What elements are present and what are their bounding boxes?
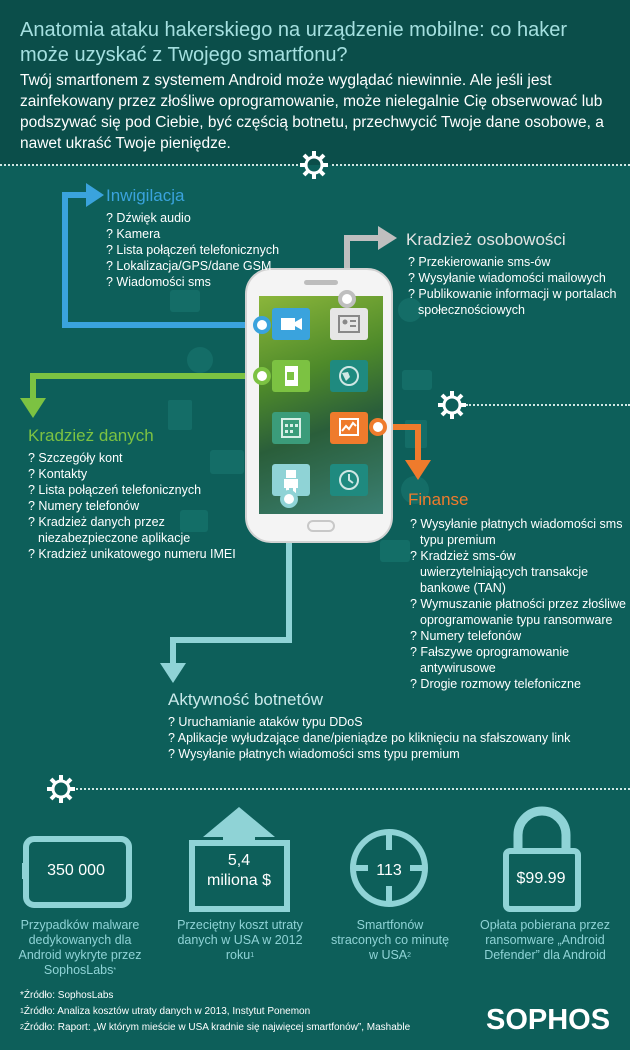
- footnotes: *Źródło: SophosLabs 1Źródło: Analiza kos…: [20, 988, 410, 1036]
- stat-value-cost-line2: miliona $: [206, 872, 272, 889]
- list-item: ? Wysyłanie płatnych wiadomości sms typu…: [168, 747, 460, 761]
- connector-dot-grey: [338, 290, 356, 308]
- list-item: ? Przekierowanie sms-ów: [408, 255, 551, 269]
- section-title-data-theft: Kradzież danych: [28, 426, 154, 445]
- list-item: ? Kontakty: [28, 467, 88, 481]
- list-item: ? Dźwięk audio: [106, 211, 191, 225]
- background-icon-pattern: [168, 290, 432, 562]
- connector-dot-blue: [253, 316, 271, 334]
- list-item: ? Numery telefonów: [410, 629, 522, 643]
- surveillance-list: ? Dźwięk audio ? Kamera ? Lista połączeń…: [106, 210, 306, 290]
- calendar-icon: [272, 412, 310, 444]
- divider-bottom: [76, 788, 630, 790]
- botnet-list: ? Uruchamianie ataków typu DDoS ? Aplika…: [168, 714, 613, 762]
- stat-value-cost-line1: 5,4: [227, 852, 251, 869]
- list-item: ? Wymuszanie płatności przez złośliwe op…: [410, 597, 626, 627]
- connector-dot-orange: [369, 418, 387, 436]
- gear-icon: [438, 391, 466, 419]
- divider-mid: [466, 404, 630, 406]
- stat-value-lost-phones: 113: [376, 862, 402, 879]
- phone-speaker: [304, 280, 338, 285]
- tablet-icon: [22, 836, 132, 908]
- list-item: ? Wiadomości sms: [106, 275, 211, 289]
- upload-arrow-icon: [189, 807, 290, 912]
- section-title-surveillance: Inwigilacja: [106, 186, 185, 205]
- list-item: ? Lokalizacja/GPS/dane GSM: [106, 259, 272, 273]
- smartphone-illustration: [245, 268, 393, 543]
- divider-top-right: [332, 164, 630, 166]
- footnote-marker: 2: [407, 952, 412, 959]
- list-item: ? Wysyłanie płatnych wiadomości sms typu…: [410, 517, 623, 547]
- contact-card-icon: [330, 308, 368, 340]
- list-item: ? Lista połączeń telefonicznych: [28, 483, 202, 497]
- connector-dot-teal: [280, 490, 298, 508]
- identity-list: ? Przekierowanie sms-ów ? Wysyłanie wiad…: [408, 254, 623, 318]
- list-item: ? Kradzież unikatowego numeru IMEI: [28, 547, 236, 561]
- list-item: ? Aplikacje wyłudzające dane/pieniądze p…: [168, 731, 571, 745]
- phone-home-button: [307, 520, 335, 532]
- footnote-marker: *: [113, 967, 117, 974]
- list-item: ? Uruchamianie ataków typu DDoS: [168, 715, 363, 729]
- stat-value-ransom: $99.99: [516, 870, 566, 887]
- divider-top: [0, 164, 298, 166]
- list-item: ? Kradzież sms-ów uwierzytelniających tr…: [410, 549, 589, 595]
- list-item: ? Numery telefonów: [28, 499, 140, 513]
- footnote-star: *Źródło: SophosLabs: [20, 990, 114, 1001]
- stat-label-cost: Przeciętny koszt utraty danych w USA w 2…: [177, 918, 303, 962]
- stat-label-ransom: Opłata pobierana przez ransomware „Andro…: [480, 918, 610, 962]
- footnote-2: 2Źródło: Raport: „W którym mieście w USA…: [20, 1022, 411, 1033]
- data-theft-list: ? Szczegóły kont ? Kontakty ? Lista połą…: [28, 450, 243, 562]
- intro-text: Twój smartfonem z systemem Android może …: [20, 72, 604, 152]
- footnote-marker: 1: [250, 952, 255, 959]
- padlock-icon: [503, 806, 581, 912]
- section-title-finance: Finanse: [408, 490, 469, 509]
- stat-value-malware: 350 000: [47, 862, 105, 879]
- camera-icon: [272, 308, 310, 340]
- clock-icon: [330, 464, 368, 496]
- gear-icon: [300, 151, 328, 179]
- list-item: ? Fałszywe oprogramowanie antywirusowe: [410, 645, 570, 675]
- list-item: ? Szczegóły kont: [28, 451, 123, 465]
- footnote-1: 1Źródło: Analiza kosztów utraty danych w…: [20, 1006, 311, 1017]
- stat-label-lost-phones: Smartfonów straconych co minutę w USA2: [330, 918, 450, 962]
- gear-icon: [47, 775, 75, 803]
- finance-list: ? Wysyłanie płatnych wiadomości sms typu…: [410, 516, 626, 692]
- header-panel: [0, 0, 630, 165]
- document-icon: [272, 360, 310, 392]
- chart-icon: [330, 412, 368, 444]
- list-item: ? Kradzież danych przez niezabezpieczone…: [28, 515, 191, 545]
- list-item: ? Wysyłanie wiadomości mailowych: [408, 271, 606, 285]
- list-item: ? Lista połączeń telefonicznych: [106, 243, 280, 257]
- globe-grid-icon: [350, 829, 428, 907]
- section-title-botnet: Aktywność botnetów: [168, 690, 323, 709]
- page-title: Anatomia ataku hakerskiego na urządzenie…: [20, 19, 567, 66]
- globe-icon: [330, 360, 368, 392]
- list-item: ? Publikowanie informacji w portalach sp…: [408, 287, 617, 317]
- stat-label-malware: Przypadków malware dedykowanych dla Andr…: [18, 918, 142, 977]
- sophos-logo: SOPHOS: [486, 1004, 611, 1036]
- connector-dot-green: [253, 367, 271, 385]
- list-item: ? Drogie rozmowy telefoniczne: [410, 677, 581, 691]
- list-item: ? Kamera: [106, 227, 161, 241]
- section-title-identity: Kradzież osobowości: [406, 230, 566, 249]
